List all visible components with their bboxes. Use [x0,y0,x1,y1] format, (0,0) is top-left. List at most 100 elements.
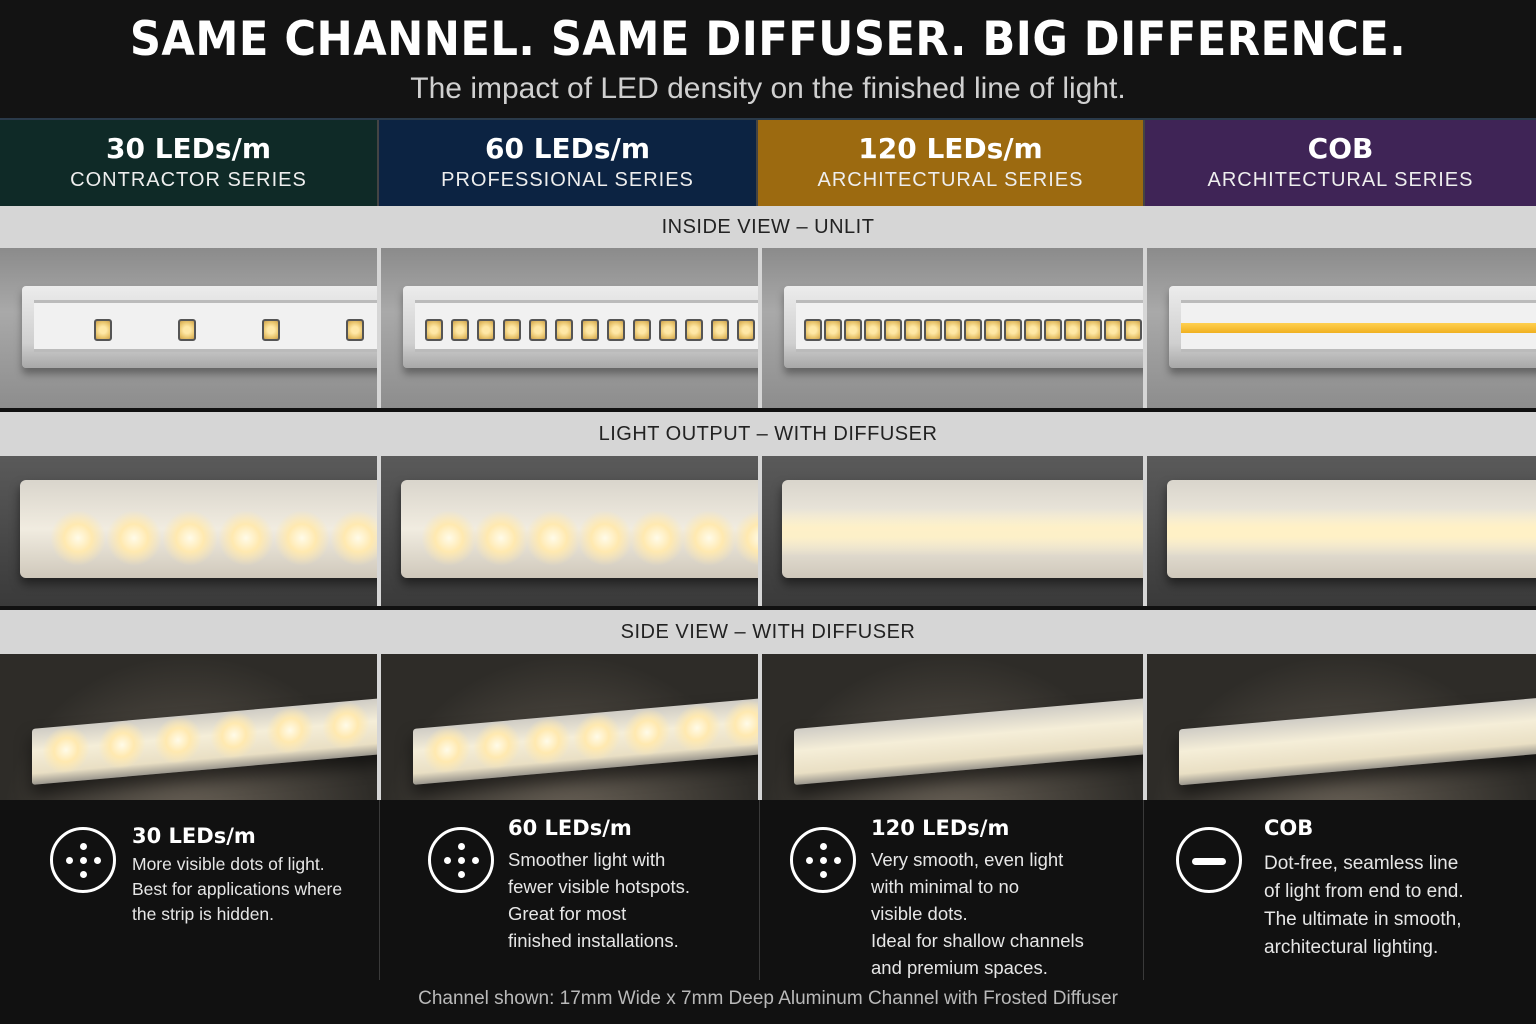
led-strip [796,300,1143,352]
led-chip [94,319,112,341]
led-chip [346,319,364,341]
inside-view-30 [0,248,381,408]
led-chip [178,319,196,341]
led-chip [824,319,842,341]
led-chip [581,319,599,341]
light-hotspot [421,510,477,566]
light-output-cob [1147,456,1536,606]
led-chip [1004,319,1022,341]
five-dot-icon [428,827,494,893]
led-chip [477,319,495,341]
light-hotspot [42,723,90,776]
led-chip [425,319,443,341]
light-band [782,508,1143,556]
column-series: ARCHITECTURAL SERIES [817,169,1084,191]
section-label-side: SIDE VIEW – WITH DIFFUSER [0,610,1536,654]
inside-view-60 [381,248,762,408]
page-title: SAME CHANNEL. SAME DIFFUSER. BIG DIFFERE… [129,12,1407,67]
description-title: 60 LEDs/m [508,816,632,840]
line-icon [1176,827,1242,893]
light-hotspot [577,510,633,566]
light-hotspot [629,510,685,566]
light-hotspot [274,510,330,566]
column-header-cob: COB ARCHITECTURAL SERIES [1145,120,1536,206]
aluminum-channel [784,286,1143,368]
light-hotspot [473,719,521,772]
light-hotspot [154,713,202,767]
led-chip [984,319,1002,341]
led-chip [503,319,521,341]
side-view-row [0,654,1536,800]
led-chip [844,319,862,341]
light-hotspot [266,704,314,757]
light-hotspot [98,718,146,772]
led-chip [864,319,882,341]
light-hotspot [573,710,621,763]
led-chip [1044,319,1062,341]
column-density: 30 LEDs/m [106,132,271,165]
aluminum-channel [403,286,758,368]
light-hotspot [623,706,671,759]
light-hotspot [330,510,377,566]
header: SAME CHANNEL. SAME DIFFUSER. BIG DIFFERE… [0,0,1536,118]
column-density: 60 LEDs/m [485,132,650,165]
led-chip [1124,319,1142,341]
light-output-30 [0,456,381,606]
led-chip [924,319,942,341]
inside-view-120 [762,248,1147,408]
led-chip [944,319,962,341]
five-dot-icon [790,827,856,893]
frosted-diffuser [401,480,758,578]
page-subtitle: The impact of LED density on the finishe… [410,72,1126,105]
side-view-120 [762,654,1147,800]
footer-note: Channel shown: 17mm Wide x 7mm Deep Alum… [418,988,1118,1009]
light-output-60 [381,456,762,606]
light-hotspot [210,709,258,762]
channel-bar [413,695,758,785]
led-chip [711,319,729,341]
led-chip [685,319,703,341]
aluminum-channel [22,286,377,368]
light-hotspot [523,715,571,768]
led-chip [884,319,902,341]
section-label-output: LIGHT OUTPUT – WITH DIFFUSER [0,412,1536,456]
column-series: ARCHITECTURAL SERIES [1207,169,1474,191]
frosted-diffuser [1167,480,1536,578]
description-title: COB [1264,816,1314,840]
inside-view-cob [1147,248,1536,408]
led-strip [415,300,758,352]
led-chip [1084,319,1102,341]
channel-bar [794,694,1143,786]
led-chip [555,319,573,341]
column-series: PROFESSIONAL SERIES [441,169,694,191]
light-hotspot [681,510,737,566]
led-chip [633,319,651,341]
light-hotspot [673,701,721,755]
frosted-diffuser [20,480,377,578]
channel-bar [1179,694,1536,786]
light-hotspot [50,510,106,566]
description-title: 120 LEDs/m [871,816,1010,840]
light-hotspot [162,510,218,566]
light-output-120 [762,456,1147,606]
light-hotspot [106,510,162,566]
side-view-30 [0,654,381,800]
led-chip [451,319,469,341]
inside-view-row [0,248,1536,408]
light-hotspot [723,697,758,750]
column-density: 120 LEDs/m [858,132,1043,165]
side-view-cob [1147,654,1536,800]
led-strip [1181,300,1536,352]
light-hotspot [322,699,370,752]
aluminum-channel [1169,286,1536,368]
led-chip [1024,319,1042,341]
led-chip [804,319,822,341]
light-hotspot [525,510,581,566]
section-label-inside: INSIDE VIEW – UNLIT [0,206,1536,248]
column-headers: 30 LEDs/m CONTRACTOR SERIES 60 LEDs/m PR… [0,118,1536,206]
